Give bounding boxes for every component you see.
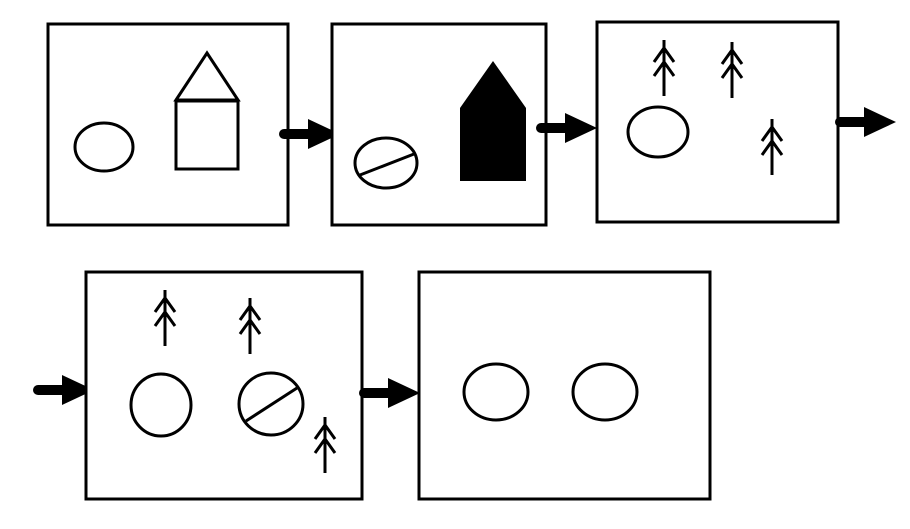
arrow-4-to-5 [364, 378, 420, 408]
panel-frame [417, 270, 712, 501]
house-filled-icon [460, 61, 526, 181]
panel-3 [595, 20, 840, 224]
panel-2 [330, 22, 548, 227]
arrow-2-to-3 [541, 113, 597, 143]
arrow-3-to-4 [840, 107, 896, 137]
house-outline-icon [173, 50, 241, 171]
circle-shape [462, 362, 530, 422]
circle-shape [73, 121, 135, 173]
circle-shape [571, 362, 639, 422]
circle-shape [626, 105, 690, 159]
panel-frame [46, 22, 290, 227]
slashed-circle-icon [237, 371, 305, 437]
panel-frame [595, 20, 840, 224]
panel-frame [84, 270, 364, 501]
slashed-oval-icon [353, 136, 419, 190]
panel-1 [46, 22, 290, 227]
circle-shape [129, 372, 193, 438]
panel-5 [417, 270, 712, 501]
panel-4 [84, 270, 364, 501]
